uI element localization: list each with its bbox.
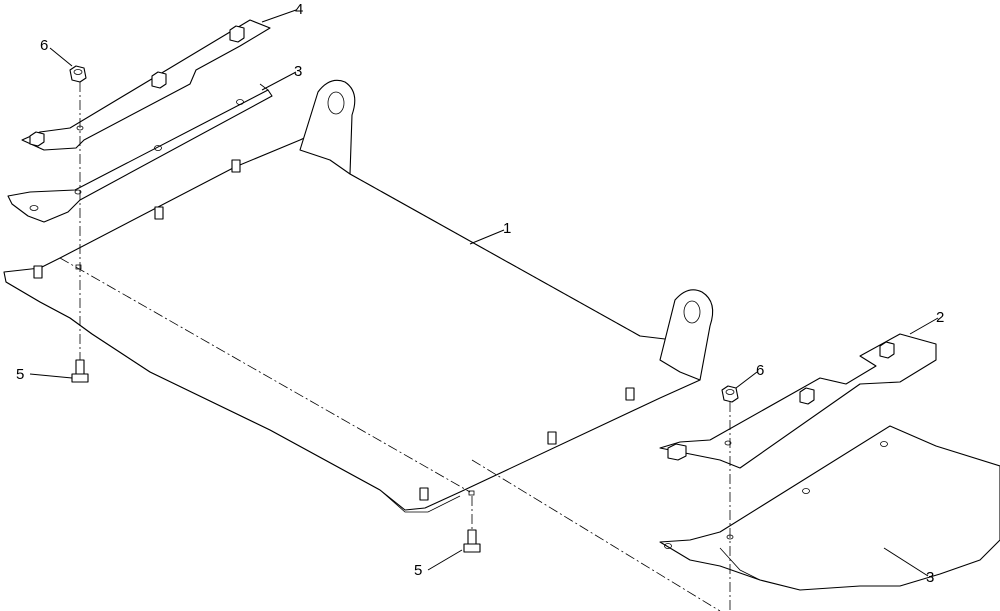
strip-right-upper (659, 333, 937, 469)
deck-plate (3, 125, 701, 513)
callout-3-top: 3 (294, 63, 302, 80)
callout-3-right: 3 (926, 569, 934, 586)
callout-5-left: 5 (16, 366, 24, 383)
hinge-bracket-left (299, 79, 356, 175)
hinge-bracket-right (659, 289, 714, 381)
assembly-centerlines (79, 82, 731, 611)
callout-4: 4 (295, 1, 303, 18)
callout-leaders (29, 9, 939, 577)
callout-6-left: 6 (40, 37, 48, 54)
callout-6-right: 6 (756, 362, 764, 379)
bolt-bottom (463, 529, 481, 553)
strip-right-lower (659, 425, 1000, 591)
callout-1: 1 (503, 220, 511, 237)
nut-left (69, 65, 87, 83)
strip-left-upper (21, 19, 271, 151)
bolt-left (71, 359, 89, 383)
callout-labels: 1 2 3 3 4 5 5 6 6 (16, 1, 944, 586)
nut-right (721, 385, 739, 403)
callout-2: 2 (936, 309, 944, 326)
plate-studs (33, 159, 635, 501)
callout-5-bottom: 5 (414, 562, 422, 579)
